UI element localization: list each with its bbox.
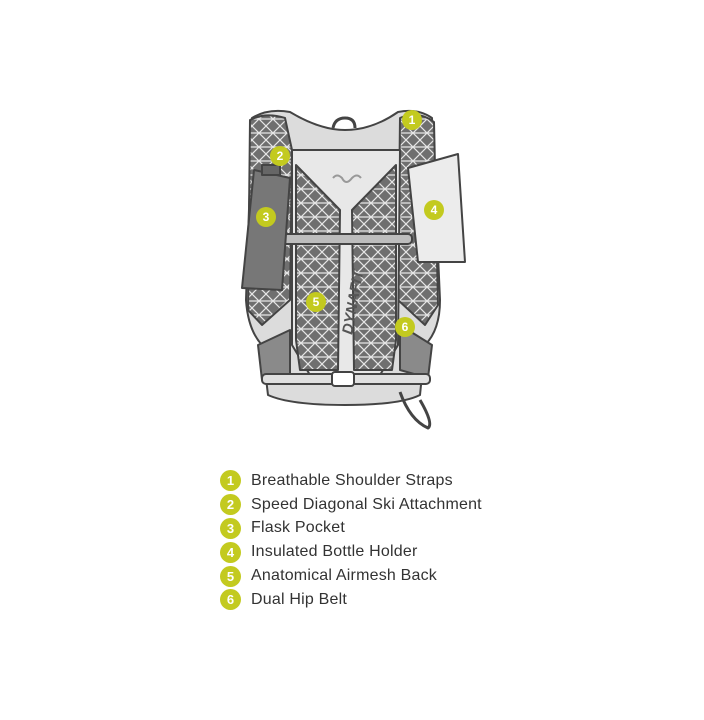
airmesh-left: [295, 164, 341, 371]
legend-item: 3 Flask Pocket: [220, 517, 482, 541]
legend-item: 1 Breathable Shoulder Straps: [220, 469, 482, 493]
svg-text:1: 1: [409, 113, 416, 127]
legend-item: 4 Insulated Bottle Holder: [220, 540, 482, 564]
legend-item: 2 Speed Diagonal Ski Attachment: [220, 493, 482, 517]
legend-item: 5 Anatomical Airmesh Back: [220, 564, 482, 588]
svg-text:2: 2: [277, 149, 284, 163]
legend-label: Breathable Shoulder Straps: [251, 471, 453, 489]
legend-label: Anatomical Airmesh Back: [251, 567, 438, 585]
legend-label: Speed Diagonal Ski Attachment: [251, 495, 482, 513]
dynafit-logo-icon: [332, 174, 362, 183]
chest-strap: [281, 233, 413, 245]
number-badge: 6: [220, 589, 241, 611]
number-badge: 3: [220, 517, 241, 539]
svg-text:6: 6: [402, 320, 409, 334]
number-badge: 1: [220, 470, 241, 492]
callout-badges: 1 2 3 4 5 6: [256, 110, 444, 337]
number-badge: 4: [220, 541, 241, 563]
backpack-illustration: DYNAFIT 1 2 3 4 5 6: [241, 109, 466, 430]
airmesh-right: [351, 164, 397, 371]
svg-text:5: 5: [313, 295, 320, 309]
number-badge: 5: [220, 565, 241, 587]
callout-3: 3: [256, 207, 276, 227]
feature-legend: 1 Breathable Shoulder Straps 2 Speed Diago…: [220, 469, 482, 612]
svg-text:3: 3: [263, 210, 270, 224]
svg-text:4: 4: [431, 203, 438, 217]
callout-4: 4: [424, 200, 444, 220]
callout-6: 6: [395, 317, 415, 337]
callout-5: 5: [306, 292, 326, 312]
number-badge: 2: [220, 494, 241, 516]
legend-label: Flask Pocket: [251, 519, 345, 537]
callout-1: 1: [402, 110, 422, 130]
legend-label: Dual Hip Belt: [251, 590, 347, 608]
legend-item: 6 Dual Hip Belt: [220, 588, 482, 612]
legend-label: Insulated Bottle Holder: [251, 543, 418, 561]
callout-2: 2: [270, 146, 290, 166]
